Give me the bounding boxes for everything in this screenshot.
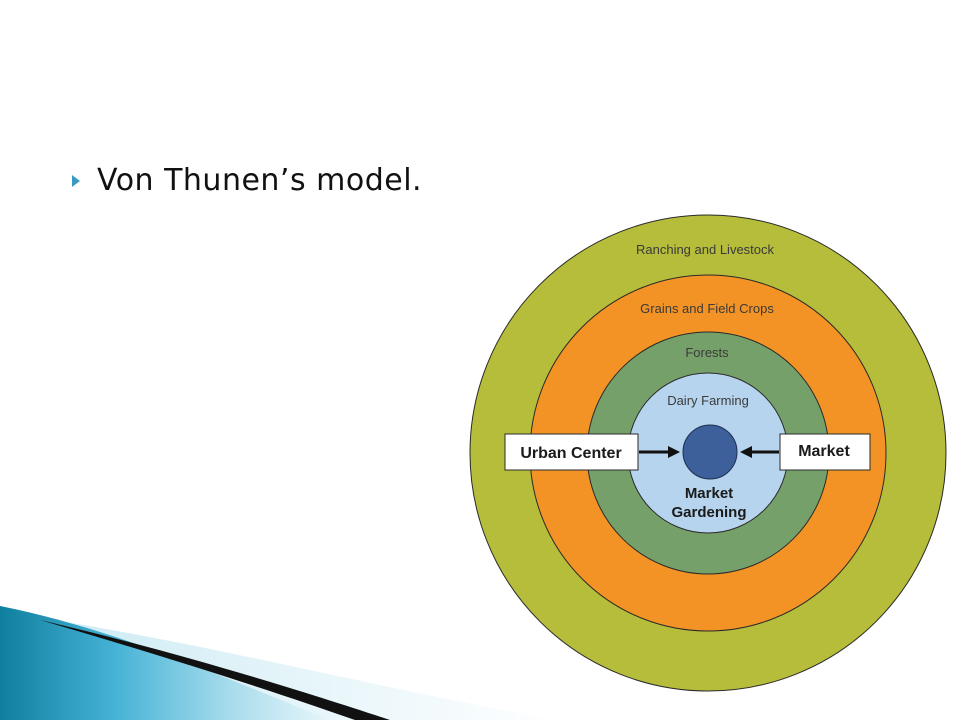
triangle-bullet-icon [72,175,80,187]
ring-label-dairy: Dairy Farming [667,393,749,408]
urban-center-label: Urban Center [520,445,621,462]
swoosh-teal-band [0,606,330,720]
bullet-item: Von Thunen’s model. [72,158,422,202]
ring-label-grains: Grains and Field Crops [640,301,774,316]
market-box-label: Market [798,443,850,460]
center-label-gardening: Gardening [671,504,746,521]
ring-label-forests: Forests [685,345,729,360]
urban-center-box [504,433,639,471]
center-label-market: Market [685,485,733,502]
swoosh-dark-band [40,620,390,720]
center-market-circle [682,424,738,480]
market-box [779,433,871,471]
right-arrow-icon [740,446,779,458]
bullet-text: Von Thunen’s model. [97,162,423,198]
ring-label-ranching: Ranching and Livestock [636,242,775,257]
left-arrow-icon [639,446,680,458]
